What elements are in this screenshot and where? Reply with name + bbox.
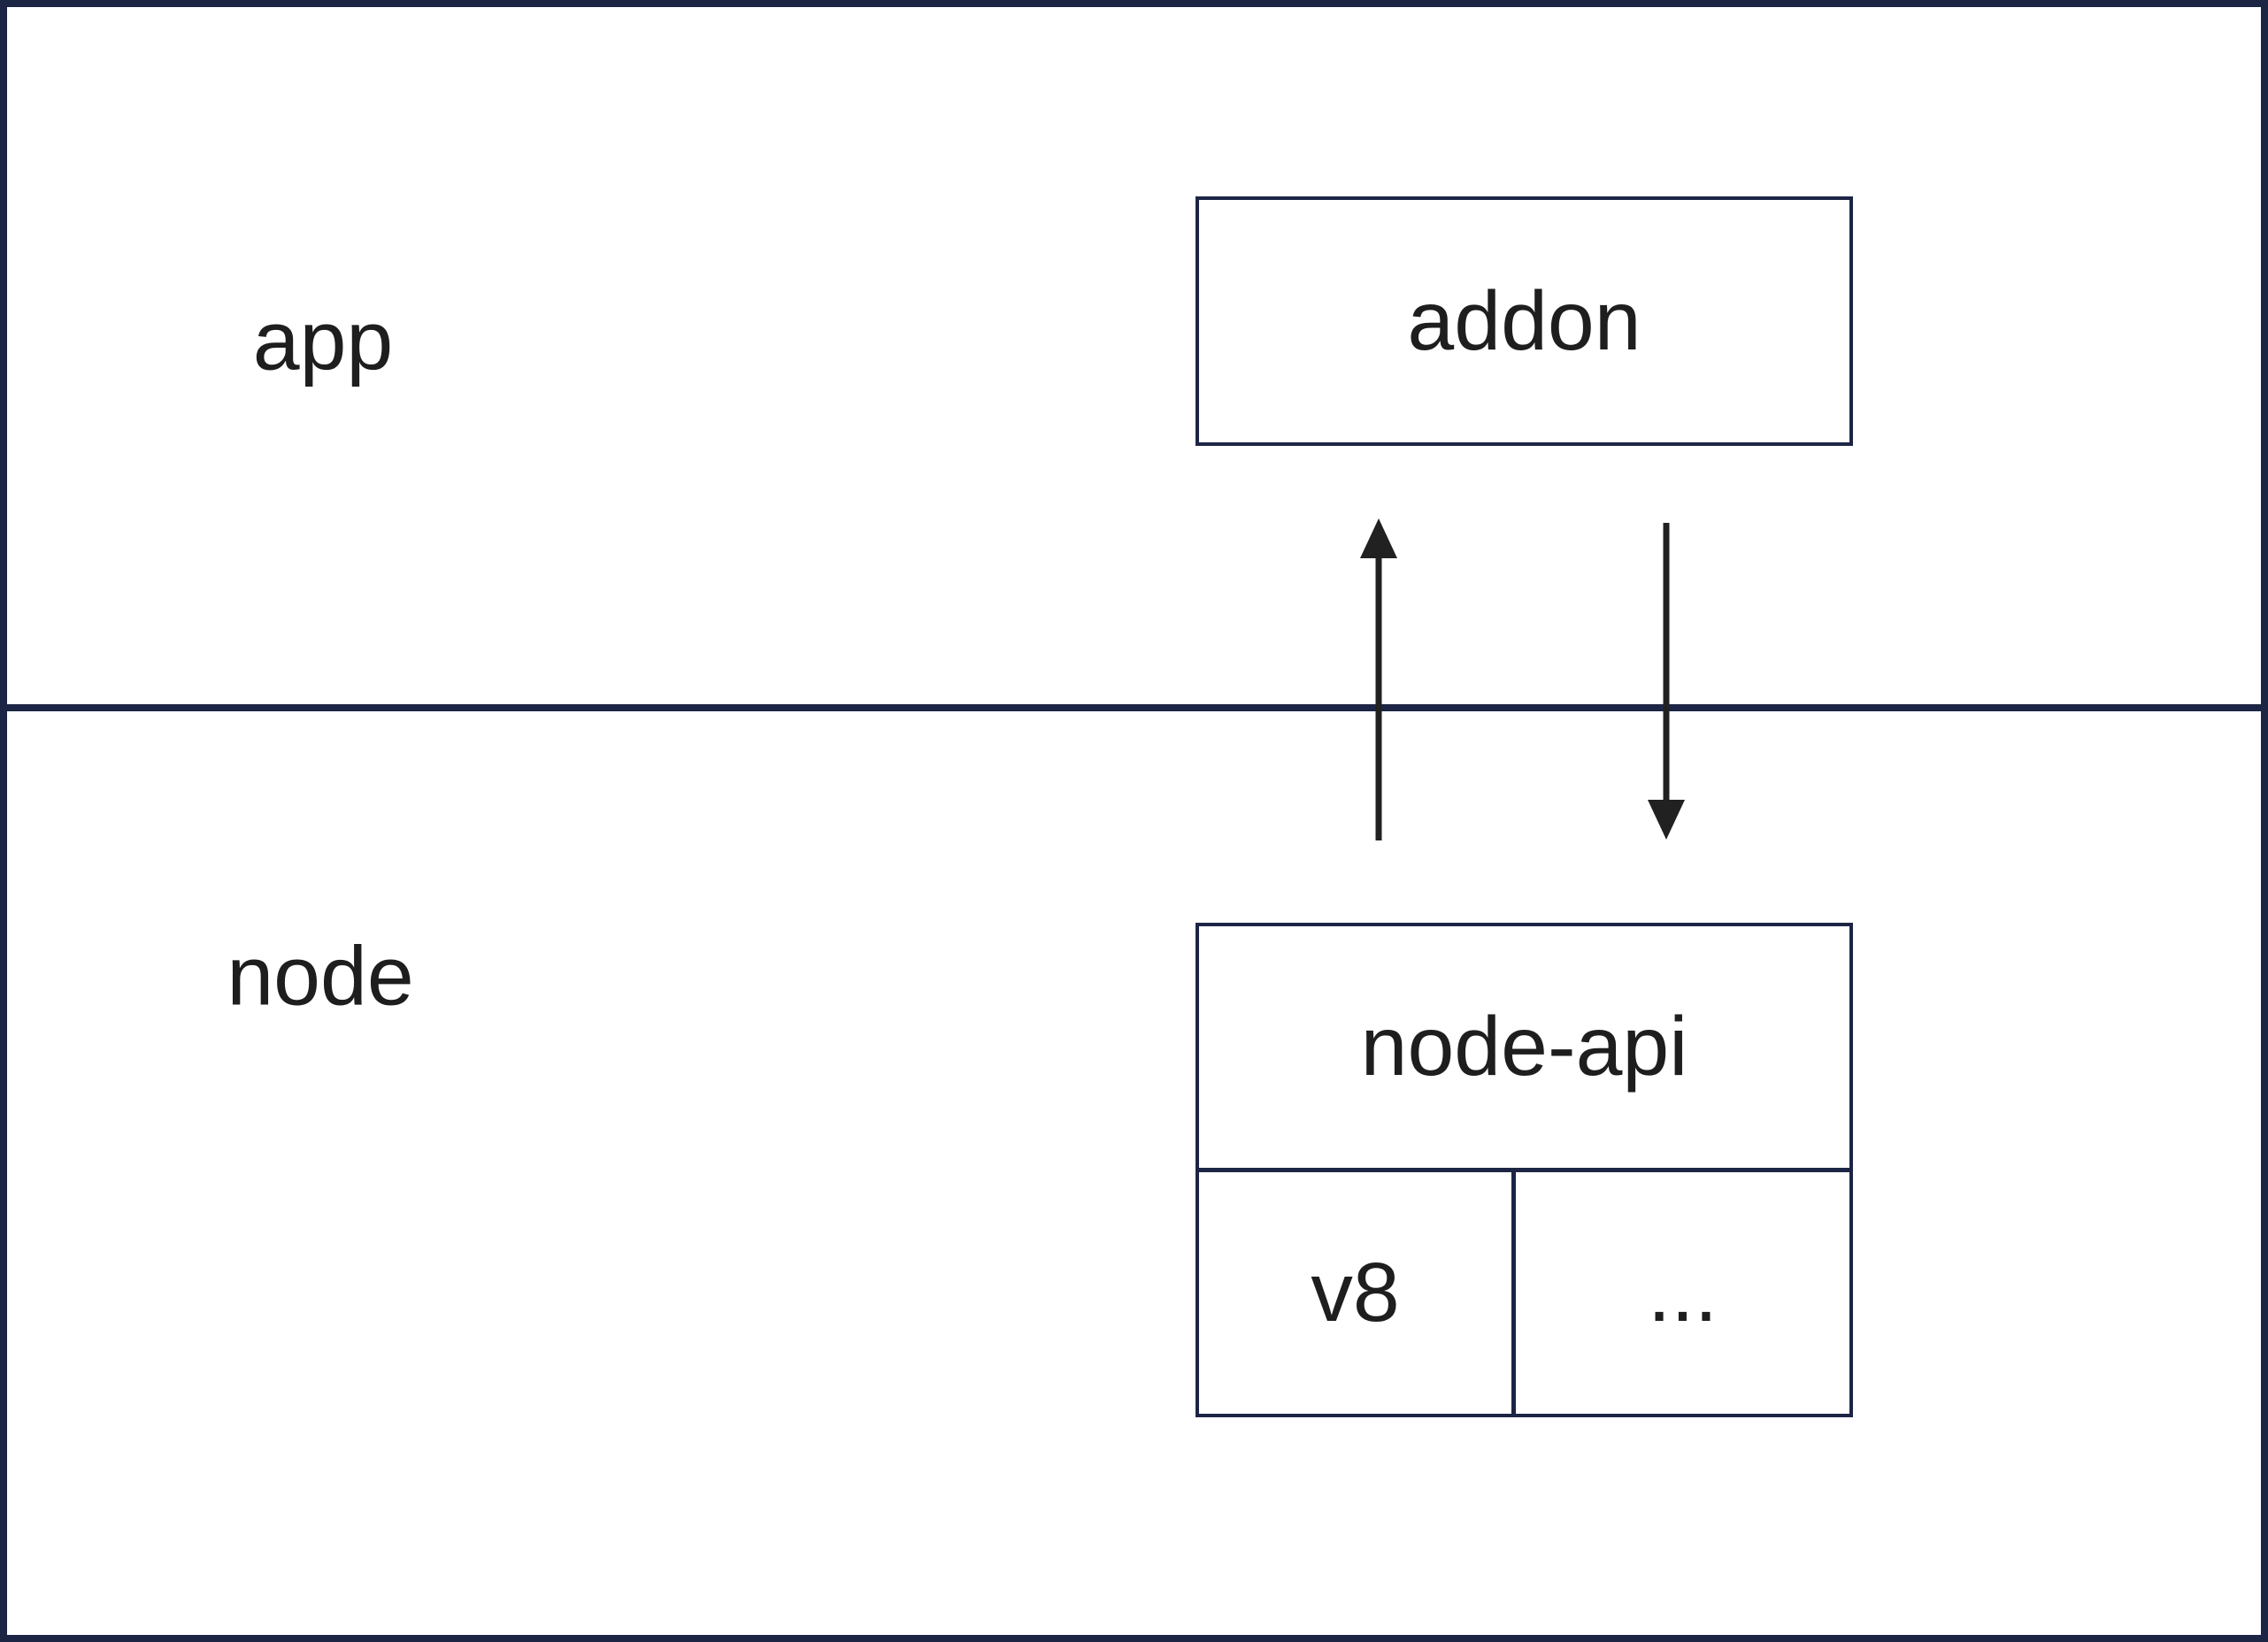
- node-region-label: node: [227, 929, 414, 1024]
- addon-label: addon: [1407, 273, 1641, 368]
- ellipsis-cell: ...: [1516, 1172, 1849, 1414]
- node-api-sub-row: v8 ...: [1199, 1172, 1849, 1414]
- arrows-layer: [1360, 518, 1685, 840]
- v8-cell: v8: [1199, 1172, 1516, 1414]
- down-arrow-icon: [1648, 523, 1685, 840]
- node-api-label: node-api: [1360, 1000, 1688, 1093]
- app-node-divider: [7, 704, 2261, 711]
- addon-box: addon: [1196, 196, 1853, 446]
- node-api-title-cell: node-api: [1199, 926, 1849, 1172]
- up-arrow-icon: [1360, 518, 1397, 840]
- app-region-label: app: [252, 294, 394, 388]
- v8-label: v8: [1311, 1246, 1400, 1339]
- ellipsis-label: ...: [1647, 1246, 1718, 1339]
- node-api-box: node-api v8 ...: [1196, 923, 1853, 1417]
